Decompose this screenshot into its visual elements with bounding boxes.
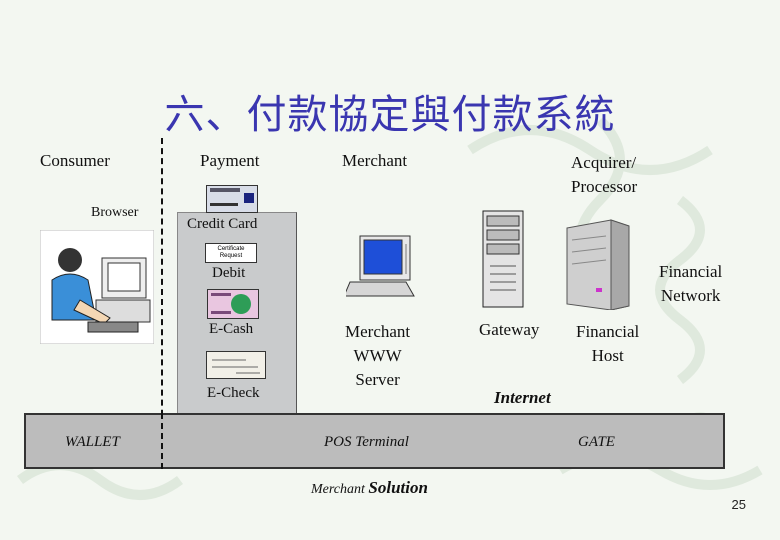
page-title: 六、付款協定與付款系統 [164, 92, 616, 138]
consumer-computer-icon [40, 230, 154, 344]
page-number: 25 [731, 497, 746, 512]
merchant-computer-icon [346, 235, 415, 297]
debit-label: Debit [212, 265, 246, 281]
financial-host-server-icon [566, 219, 630, 310]
echeck-icon [206, 351, 266, 379]
gate-label: GATE [578, 434, 615, 450]
merchant-solution-label: Merchant Solution [311, 478, 428, 498]
merchant-solution-prefix: Merchant [311, 482, 369, 497]
browser-label: Browser [91, 205, 139, 220]
echeck-label: E-Check [207, 385, 260, 401]
certificate-request-card: Certificate Request [205, 243, 257, 263]
pos-terminal-label: POS Terminal [324, 434, 409, 450]
header-consumer: Consumer [40, 151, 110, 170]
header-payment: Payment [200, 151, 260, 170]
credit-card-icon [206, 185, 258, 213]
credit-card-label: Credit Card [187, 216, 258, 232]
system-bar [24, 413, 725, 469]
ecash-card-icon [207, 289, 259, 319]
header-merchant: Merchant [342, 151, 408, 170]
header-acquirer: Acquirer/ Processor [571, 153, 638, 196]
gateway-server-icon [482, 210, 524, 308]
internet-label: Internet [494, 388, 551, 407]
ecash-label: E-Cash [209, 321, 254, 337]
financial-host-label: Financial Host [576, 322, 640, 365]
merchant-solution-word: Solution [368, 478, 428, 497]
gateway-label: Gateway [479, 320, 540, 339]
bar-divider-line [161, 413, 163, 469]
financial-network-label: Financial Network [659, 262, 723, 305]
merchant-server-label: Merchant WWW Server [345, 322, 411, 389]
divider-line [161, 138, 163, 456]
wallet-label: WALLET [65, 434, 120, 450]
